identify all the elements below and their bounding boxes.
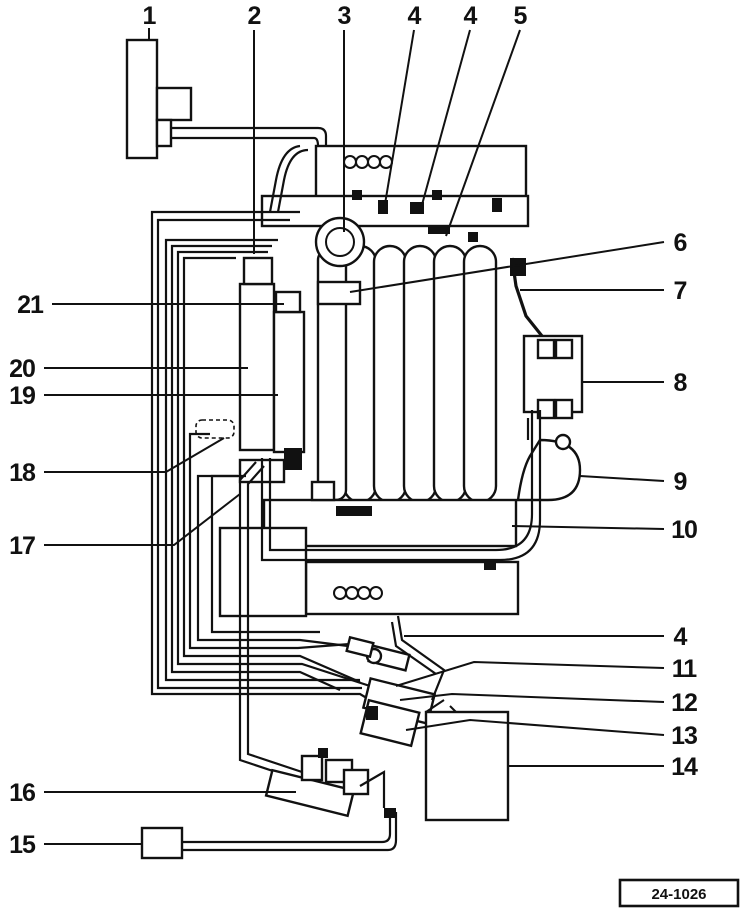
callout-10: 10 (671, 516, 697, 544)
component-9-vacuum-reservoir (516, 418, 582, 502)
callout-16: 16 (9, 779, 35, 807)
callout-18: 18 (9, 459, 36, 487)
callout-17: 17 (9, 532, 35, 560)
callout-19: 19 (9, 382, 35, 410)
callout-15: 15 (9, 831, 36, 859)
callout-14: 14 (671, 753, 698, 781)
component-15-filter (140, 808, 398, 860)
component-13-valve (359, 698, 421, 748)
component-6-sensor (316, 280, 362, 306)
callout-11: 11 (672, 655, 698, 683)
engine-manifold (218, 144, 530, 618)
callout-12: 12 (671, 689, 697, 717)
component-1-device (125, 38, 328, 200)
callout-9: 9 (674, 468, 687, 496)
callout-1: 1 (143, 2, 157, 30)
component-16-solenoid-assembly (264, 748, 386, 818)
leader-lines (44, 28, 665, 845)
callout-7: 7 (674, 277, 687, 305)
component-8-valve-block (522, 334, 584, 420)
callout-21: 21 (17, 291, 44, 319)
callout-labels: 1 2 3 4 4 5 6 7 8 9 10 4 11 12 13 14 15 … (9, 2, 699, 859)
component-18-hidden-valve (195, 419, 235, 439)
crankcase-logo-rings (333, 586, 383, 600)
callout-8: 8 (674, 369, 688, 397)
callout-4-lower: 4 (674, 623, 688, 651)
callout-2: 2 (248, 2, 261, 30)
figure-reference-box: 24-1026 (618, 878, 740, 908)
callout-4-top-right: 4 (464, 2, 478, 30)
callout-13: 13 (671, 722, 697, 750)
throttle-body (314, 216, 366, 268)
callout-6: 6 (674, 229, 687, 257)
callout-20: 20 (9, 355, 35, 383)
component-7-hose-fitting (510, 257, 544, 337)
callout-5: 5 (514, 2, 528, 30)
vacuum-hose-bundle (150, 210, 371, 701)
callout-4-top-left: 4 (408, 2, 422, 30)
component-19-canister (272, 290, 306, 454)
callout-3: 3 (338, 2, 351, 30)
component-20-canister (238, 256, 276, 452)
component-14-control-unit (424, 699, 510, 822)
component-11-valve (345, 635, 411, 672)
figure-reference: 24-1026 (651, 886, 706, 903)
